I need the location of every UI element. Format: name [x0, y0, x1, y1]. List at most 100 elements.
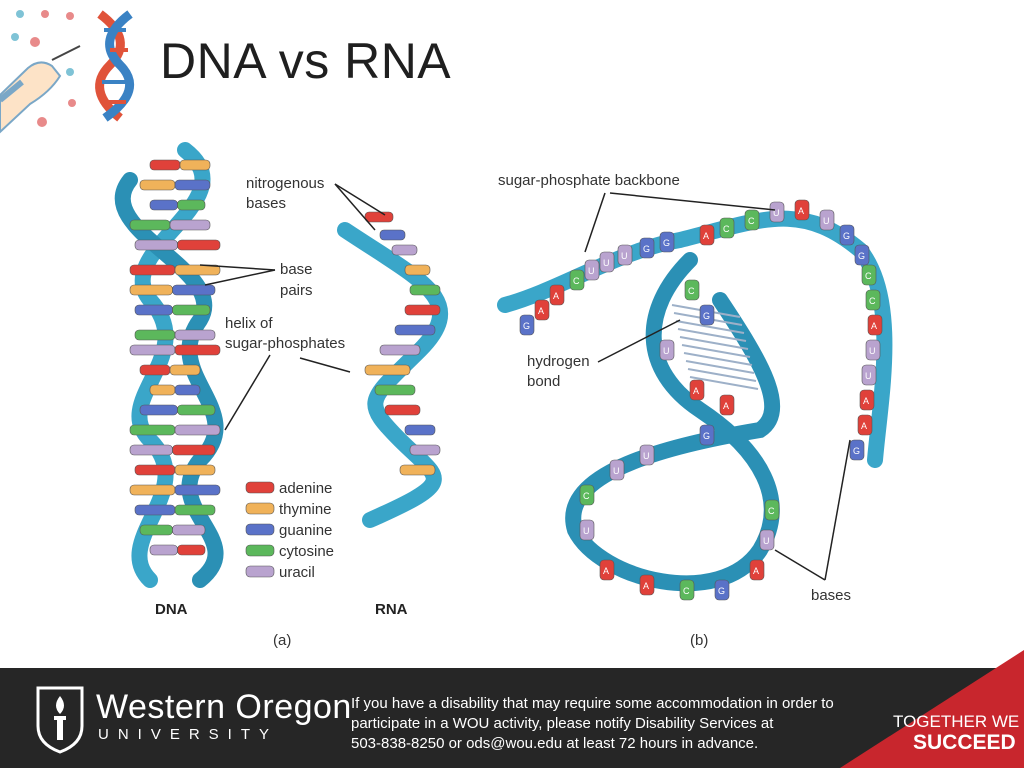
- legend-swatch: [245, 523, 275, 536]
- legend-label: adenine: [279, 480, 332, 497]
- base-block: [764, 499, 780, 521]
- rna-fold-base: A: [534, 299, 550, 321]
- dna-base: [134, 329, 176, 341]
- rna-fold-base: C: [679, 579, 695, 601]
- rna-fold-base: C: [861, 264, 877, 286]
- base-block: [867, 314, 883, 336]
- base-letter: C: [688, 286, 695, 296]
- base-letter: G: [853, 446, 860, 456]
- rna-fold-base: C: [569, 269, 585, 291]
- hydrogen-bond-line: [679, 336, 749, 350]
- rna-fold-base: G: [639, 237, 655, 259]
- rna-fold-base: U: [769, 201, 785, 223]
- base-letter: U: [663, 346, 670, 356]
- base-letter: G: [858, 251, 865, 261]
- base-letter: A: [723, 401, 729, 411]
- dna-base: [149, 199, 178, 211]
- base-letter: U: [869, 346, 876, 356]
- rna-fold-base: U: [609, 459, 625, 481]
- rna-fold-base: U: [759, 529, 775, 551]
- base-block: [857, 414, 873, 436]
- base-block: [659, 231, 675, 253]
- dna-base: [139, 524, 173, 536]
- dna-base: [129, 284, 173, 296]
- rna-fold-base: C: [579, 484, 595, 506]
- rna-fold-base: U: [865, 339, 881, 361]
- base-letter: U: [613, 466, 620, 476]
- base-block: [617, 244, 633, 266]
- hydrogen-bond-line: [685, 360, 755, 374]
- base-block: [549, 284, 565, 306]
- legend-label: cytosine: [279, 543, 334, 560]
- rna-fold-base: U: [579, 519, 595, 541]
- base-letter: C: [683, 586, 690, 596]
- notice-line-2: participate in a WOU activity, please no…: [351, 715, 774, 732]
- dna-base: [174, 484, 221, 496]
- base-block: [865, 339, 881, 361]
- base-block: [569, 269, 585, 291]
- base-block: [794, 199, 810, 221]
- base-block: [584, 259, 600, 281]
- base-letter: U: [621, 251, 628, 261]
- base-block: [534, 299, 550, 321]
- dna-base: [139, 404, 178, 416]
- label-hydrogen-1: hydrogen: [527, 353, 590, 370]
- base-letter: G: [523, 321, 530, 331]
- slogan-line-2: SUCCEED: [913, 731, 1016, 754]
- base-letter: U: [583, 526, 590, 536]
- legend-swatch: [245, 544, 275, 557]
- rna-fold-base: G: [839, 224, 855, 246]
- label-hydrogen-2: bond: [527, 373, 560, 390]
- base-letter: A: [603, 566, 609, 576]
- notice-line-1: If you have a disability that may requir…: [351, 695, 834, 712]
- rna-base: [379, 344, 421, 356]
- dna-base: [172, 444, 216, 456]
- dna-base: [129, 219, 171, 231]
- rna-fold-base: U: [639, 444, 655, 466]
- dna-base: [129, 444, 173, 456]
- dna-base: [177, 239, 221, 251]
- base-letter: G: [703, 311, 710, 321]
- slogan-banner: [840, 650, 1024, 768]
- rna-fold-base: G: [854, 244, 870, 266]
- rna-loop-backbone: [565, 252, 781, 592]
- rna-fold-base: C: [865, 289, 881, 311]
- base-block: [579, 484, 595, 506]
- legend-label: uracil: [279, 564, 315, 581]
- base-block: [744, 209, 760, 231]
- dna-base: [129, 424, 176, 436]
- base-block: [639, 444, 655, 466]
- dna-base: [172, 284, 216, 296]
- base-letter: U: [603, 258, 610, 268]
- base-letter: U: [773, 208, 780, 218]
- label-bases: bases: [811, 587, 851, 604]
- base-block: [519, 314, 535, 336]
- base-letter: U: [763, 536, 770, 546]
- base-block: [769, 201, 785, 223]
- base-block: [749, 559, 765, 581]
- rna-base: [394, 324, 436, 336]
- legend-label: guanine: [279, 522, 332, 539]
- rna-fold-base: A: [867, 314, 883, 336]
- rna-fold-base: A: [794, 199, 810, 221]
- rna-fold-base: A: [749, 559, 765, 581]
- dna-base: [179, 159, 211, 171]
- rna-base: [409, 444, 441, 456]
- rna-fold-base: A: [699, 224, 715, 246]
- dna-base: [169, 364, 201, 376]
- hydrogen-bond-line: [681, 344, 751, 358]
- dna-base: [177, 404, 216, 416]
- base-block: [719, 217, 735, 239]
- base-block: [599, 559, 615, 581]
- rna-fold-base: A: [859, 389, 875, 411]
- base-block: [639, 237, 655, 259]
- rna-caption: RNA: [375, 601, 408, 618]
- base-letter: C: [869, 296, 876, 306]
- base-letter: C: [583, 491, 590, 501]
- hydrogen-bond-line: [675, 320, 745, 334]
- label-base-pairs-1: base: [280, 261, 313, 278]
- rna-fold-base: C: [719, 217, 735, 239]
- dna-base: [169, 219, 211, 231]
- rna-fold-base: G: [699, 424, 715, 446]
